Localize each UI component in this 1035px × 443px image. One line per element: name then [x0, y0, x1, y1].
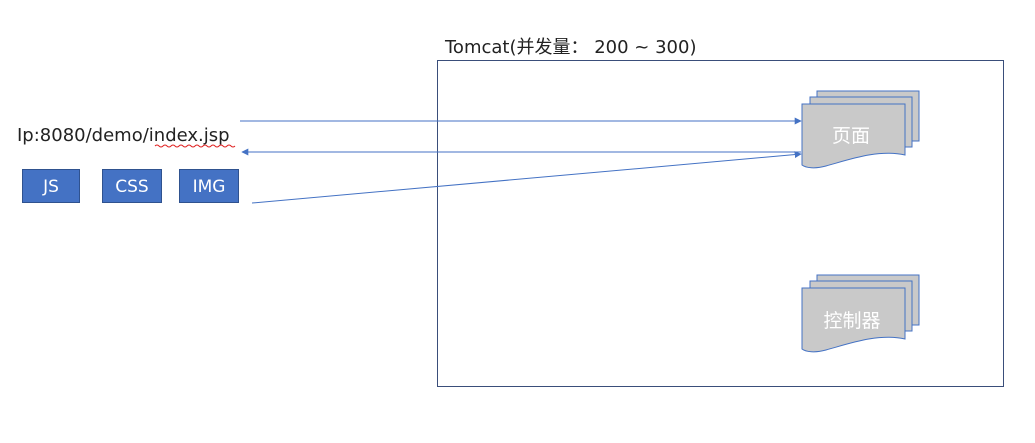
controller-document-stack: 控制器: [801, 274, 920, 353]
page-document-label: 页面: [832, 125, 870, 147]
css-resource-label: CSS: [115, 177, 148, 197]
img-resource-label: IMG: [193, 177, 226, 197]
page-document-stack: 页面: [801, 90, 920, 169]
js-resource-box: JS: [22, 169, 80, 203]
js-resource-label: JS: [42, 177, 59, 197]
controller-document-label: 控制器: [823, 310, 880, 332]
request-url: Ip:8080/demo/index.jsp: [17, 125, 230, 146]
resource-request-arrow: [251, 151, 802, 204]
img-resource-box: IMG: [179, 169, 239, 203]
css-resource-box: CSS: [102, 169, 162, 203]
tomcat-title: Tomcat(并发量： 200 ~ 300): [444, 37, 696, 58]
tomcat-container: [437, 60, 1004, 387]
spellcheck-underline: [154, 144, 236, 148]
